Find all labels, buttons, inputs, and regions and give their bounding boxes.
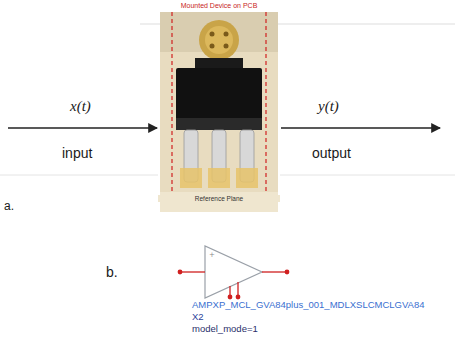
panel-letter: a.: [4, 200, 14, 214]
input-arrow: [8, 127, 157, 128]
instance-parameter: model_mode=1: [192, 324, 258, 335]
amplifier-block: AMPXP_MCL_GVA84plus_001_MDLXSLCMCLGVA84X…: [192, 300, 452, 340]
panel-letter: b.: [106, 264, 118, 280]
frame-line: [280, 175, 455, 176]
signal-name: y(t): [318, 98, 339, 115]
plane-label: Reference Plane: [158, 195, 280, 202]
region-title: Mounted Device on PCB: [158, 2, 280, 10]
svg-text:+: +: [209, 251, 215, 259]
device-photo: [160, 12, 278, 212]
port-label: input: [62, 145, 92, 161]
amplifier-symbol: +: [178, 246, 290, 299]
output-arrow: [281, 127, 440, 128]
device-region: Mounted Device on PCB Reference Plane: [158, 0, 280, 214]
signal-name: x(t): [70, 98, 91, 115]
instance-model: AMPXP_MCL_GVA84plus_001_MDLXSLCMCLGVA84: [192, 300, 425, 311]
instance-name: X2: [192, 312, 204, 323]
port-label: output: [312, 145, 351, 161]
frame-line: [0, 175, 158, 176]
